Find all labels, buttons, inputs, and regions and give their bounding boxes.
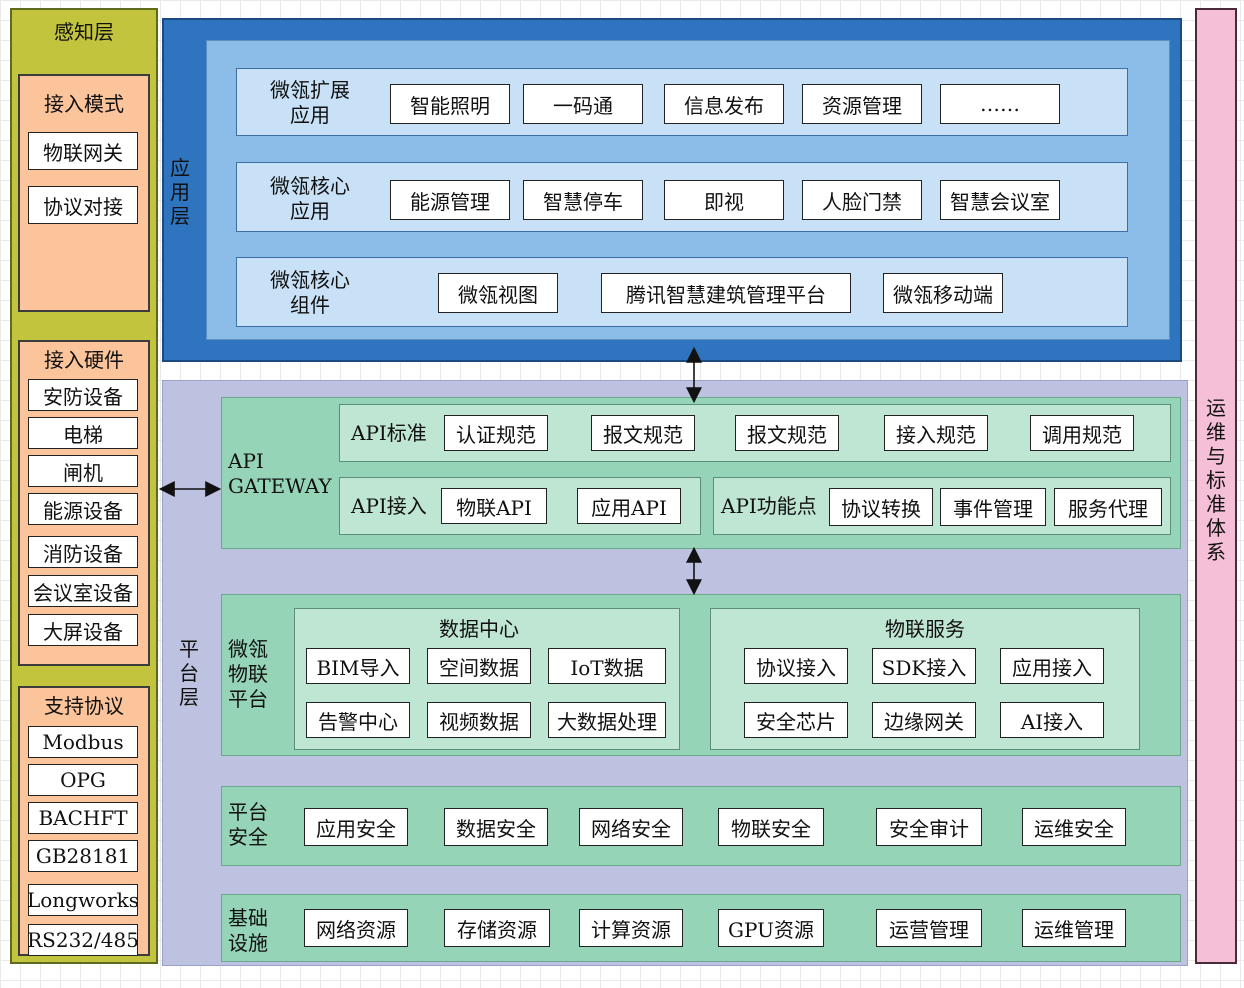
app-item: 微瓴移动端 <box>883 273 1003 313</box>
api-features-label: API功能点 <box>721 494 817 518</box>
core-apps-label: 微瓴核心 应用 <box>270 174 350 223</box>
protocols-title: 支持协议 <box>44 694 124 718</box>
core-components-label: 微瓴核心 组件 <box>270 268 350 317</box>
app-item: …… <box>940 84 1060 124</box>
app-item: 能源管理 <box>390 180 510 220</box>
data-center-item: IoT数据 <box>548 648 666 684</box>
hardware-item: 消防设备 <box>28 536 138 568</box>
iot-platform-label: 微瓴 物联 平台 <box>228 637 268 711</box>
protocol-item: GB28181 <box>28 840 138 872</box>
api-standard-item: 接入规范 <box>884 415 988 451</box>
app-item: 微瓴视图 <box>438 273 558 313</box>
security-item: 应用安全 <box>304 808 408 846</box>
api-standard-label: API标准 <box>351 421 427 445</box>
data-center-item: BIM导入 <box>306 648 410 684</box>
data-center-item: 告警中心 <box>306 702 410 738</box>
infra-item: 网络资源 <box>304 909 408 947</box>
iot-service-item: SDK接入 <box>872 648 976 684</box>
api-standard-item: 报文规范 <box>591 415 695 451</box>
security-item: 网络安全 <box>579 808 683 846</box>
data-center-item: 大数据处理 <box>548 702 666 738</box>
ops-standards-title: 运维与标准体系 <box>1206 396 1226 564</box>
api-access-item: 物联API <box>441 488 547 524</box>
hardware-item: 闸机 <box>28 455 138 487</box>
infra-item: 计算资源 <box>579 909 683 947</box>
hardware-item: 安防设备 <box>28 379 138 411</box>
iot-service-title: 物联服务 <box>885 617 965 641</box>
protocol-item: Modbus <box>28 726 138 758</box>
ops-standards-column <box>1195 8 1237 964</box>
app-item: 信息发布 <box>664 84 784 124</box>
access-mode-item: 物联网关 <box>28 132 138 170</box>
iot-service-item: 应用接入 <box>1000 648 1104 684</box>
access-mode-title: 接入模式 <box>44 92 124 116</box>
app-item: 智慧停车 <box>523 180 643 220</box>
api-gateway-label: API GATEWAY <box>228 449 332 498</box>
app-item: 智能照明 <box>390 84 510 124</box>
platform-layer-title: 平台层 <box>179 637 199 709</box>
protocol-item: Longworks <box>27 884 139 916</box>
protocol-item: BACHFT <box>28 802 138 834</box>
app-item: 腾讯智慧建筑管理平台 <box>601 273 851 313</box>
security-item: 数据安全 <box>444 808 548 846</box>
app-item: 资源管理 <box>802 84 922 124</box>
hardware-item: 电梯 <box>28 417 138 449</box>
perception-layer-title: 感知层 <box>54 20 114 44</box>
app-item: 智慧会议室 <box>940 180 1060 220</box>
extension-apps-label: 微瓴扩展 应用 <box>270 78 350 127</box>
api-access-item: 应用API <box>577 488 681 524</box>
security-item: 安全审计 <box>876 808 982 846</box>
api-standard-item: 认证规范 <box>444 415 548 451</box>
iot-service-item: 安全芯片 <box>744 702 848 738</box>
protocol-item: OPG <box>28 764 138 796</box>
app-item: 即视 <box>664 180 784 220</box>
api-feature-item: 服务代理 <box>1054 488 1162 526</box>
iot-service-item: 边缘网关 <box>872 702 976 738</box>
protocol-item: RS232/485 <box>27 924 139 956</box>
app-item: 一码通 <box>523 84 643 124</box>
data-center-title: 数据中心 <box>439 617 519 641</box>
iot-service-item: AI接入 <box>1000 702 1104 738</box>
hardware-item: 能源设备 <box>28 493 138 525</box>
hardware-item: 大屏设备 <box>28 614 138 646</box>
api-feature-item: 事件管理 <box>940 488 1046 526</box>
infra-item: 运维管理 <box>1022 909 1126 947</box>
api-access-label: API接入 <box>351 494 427 518</box>
hardware-item: 会议室设备 <box>28 575 138 607</box>
app-item: 人脸门禁 <box>802 180 922 220</box>
infra-item: 运营管理 <box>876 909 982 947</box>
iot-service-item: 协议接入 <box>744 648 848 684</box>
security-item: 运维安全 <box>1022 808 1126 846</box>
data-center-item: 视频数据 <box>427 702 531 738</box>
access-hardware-title: 接入硬件 <box>44 348 124 372</box>
infra-item: GPU资源 <box>718 909 824 947</box>
access-mode-item: 协议对接 <box>28 186 138 224</box>
data-center-item: 空间数据 <box>427 648 531 684</box>
platform-security-label: 平台 安全 <box>228 800 268 849</box>
infrastructure-label: 基础 设施 <box>228 906 268 955</box>
security-item: 物联安全 <box>718 808 824 846</box>
application-layer-title: 应用层 <box>170 156 190 228</box>
api-standard-item: 报文规范 <box>735 415 839 451</box>
infra-item: 存储资源 <box>444 909 550 947</box>
api-standard-item: 调用规范 <box>1030 415 1134 451</box>
api-feature-item: 协议转换 <box>829 488 933 526</box>
